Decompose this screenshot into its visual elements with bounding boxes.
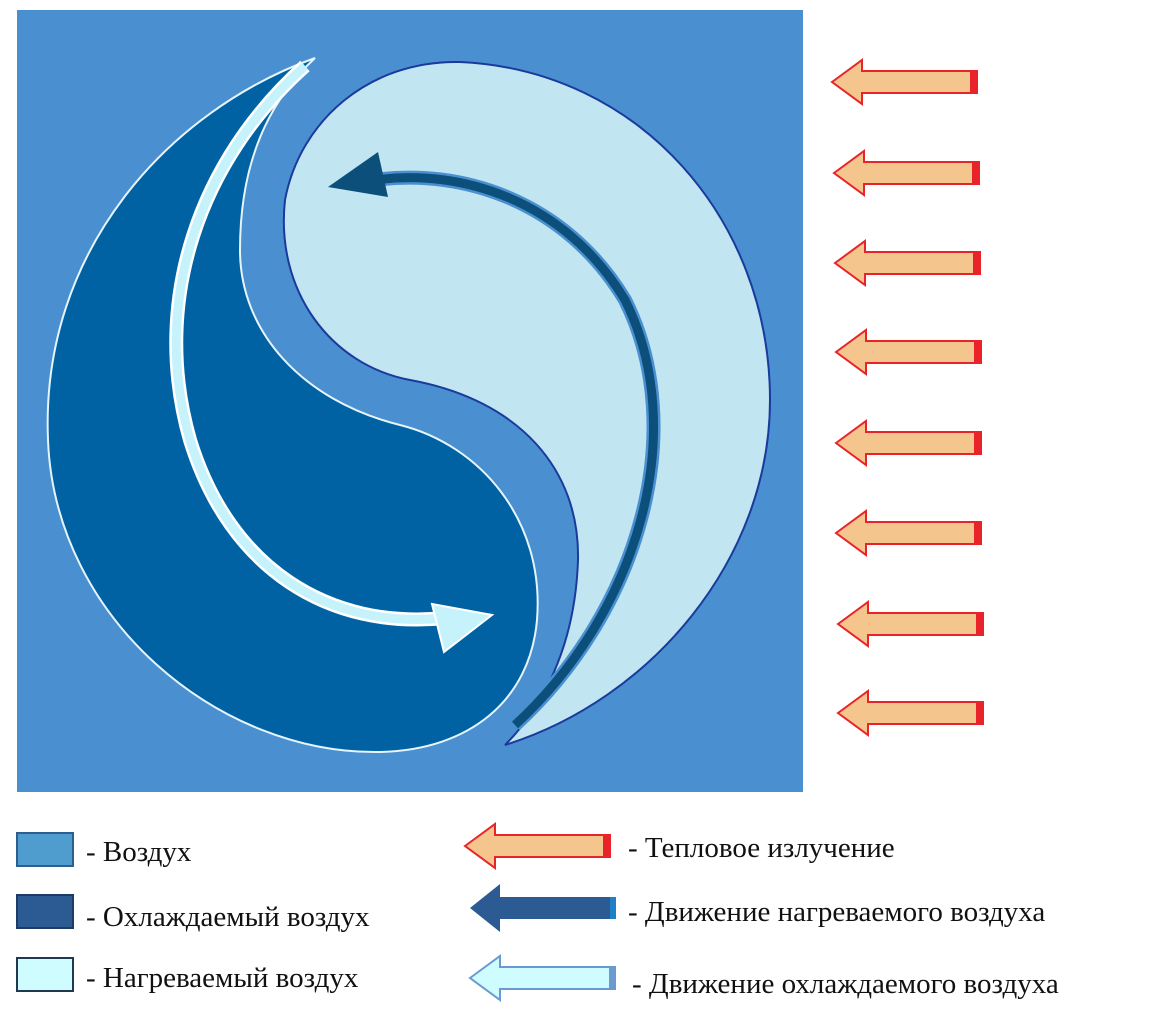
legend-label-cooled-air-motion: - Движение охлаждаемого воздуха <box>632 968 1059 1000</box>
heat-radiation-arrow <box>831 59 978 105</box>
heat-radiation-arrows <box>831 59 984 736</box>
legend-heat-radiation-arrow <box>463 822 611 870</box>
legend-label-cooled-air: - Охлаждаемый воздух <box>86 901 370 933</box>
heated-air-motion-arrow <box>328 152 661 731</box>
heat-radiation-arrow <box>835 510 982 556</box>
heat-radiation-arrow <box>835 329 982 375</box>
cooled-air-lobe <box>46 57 539 754</box>
legend-label-heated-air: - Нагреваемый воздух <box>86 962 359 994</box>
heated-air-lobe <box>282 60 772 746</box>
legend-cooled-air-motion-arrow <box>468 954 616 1002</box>
legend-label-heat-radiation: - Тепловое излучение <box>628 832 895 864</box>
heat-radiation-arrow <box>833 150 980 196</box>
legend-heated-air-motion-arrow <box>470 884 616 932</box>
legend-swatch-heated-air <box>16 957 74 992</box>
heat-radiation-arrow <box>834 240 981 286</box>
legend-label-heated-air-motion: - Движение нагреваемого воздуха <box>628 896 1046 928</box>
cooled-air-motion-arrow <box>169 60 495 654</box>
legend-swatch-cooled-air <box>16 894 74 929</box>
legend-label-air: - Воздух <box>86 836 192 868</box>
heat-radiation-arrow <box>837 690 984 736</box>
heat-radiation-arrow <box>835 420 982 466</box>
legend-swatch-air <box>16 832 74 867</box>
heat-radiation-arrow <box>837 601 984 647</box>
